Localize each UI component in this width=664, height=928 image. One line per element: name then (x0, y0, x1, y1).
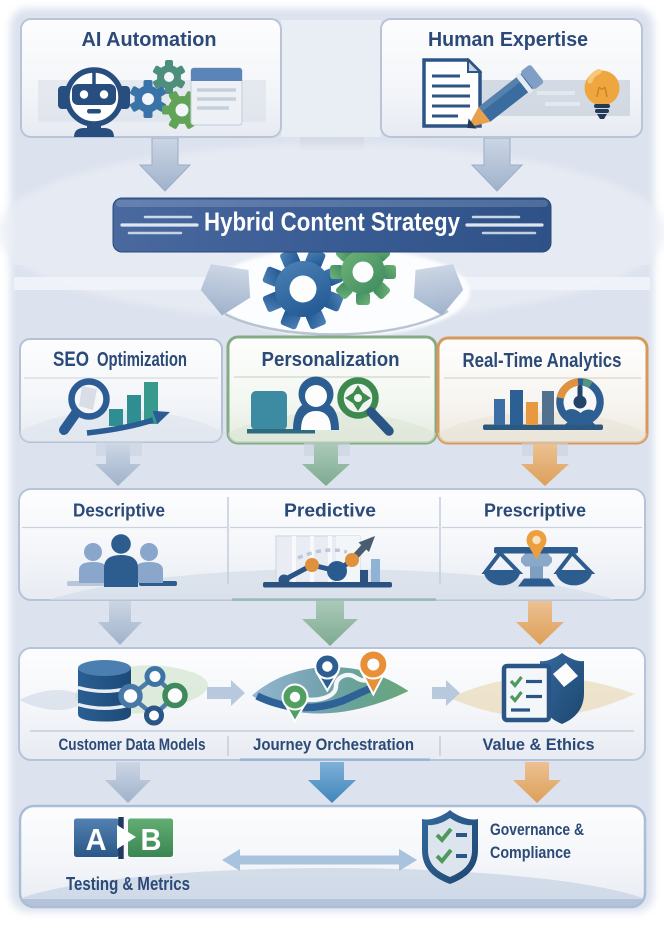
svg-text:Personalization: Personalization (262, 349, 400, 371)
svg-text:Descriptive: Descriptive (73, 500, 165, 521)
svg-text:Testing & Metrics: Testing & Metrics (66, 874, 190, 894)
svg-text:Hybrid Content Strategy: Hybrid Content Strategy (204, 207, 460, 237)
svg-text:AI Automation: AI Automation (82, 29, 217, 51)
svg-text:Human Expertise: Human Expertise (428, 29, 588, 51)
svg-text:Optimization: Optimization (97, 349, 187, 371)
svg-text:Value & Ethics: Value & Ethics (483, 736, 595, 754)
svg-text:Journey Orchestration: Journey Orchestration (253, 736, 414, 754)
svg-text:A: A (86, 822, 107, 857)
svg-text:SEO: SEO (53, 348, 89, 371)
svg-text:Real-Time Analytics: Real-Time Analytics (463, 350, 622, 372)
svg-text:Prescriptive: Prescriptive (484, 500, 586, 521)
svg-text:Compliance: Compliance (490, 843, 571, 862)
svg-text:Governance &: Governance & (490, 820, 584, 839)
svg-text:Predictive: Predictive (284, 500, 376, 521)
svg-text:Customer Data Models: Customer Data Models (59, 736, 206, 754)
svg-text:B: B (141, 822, 162, 857)
